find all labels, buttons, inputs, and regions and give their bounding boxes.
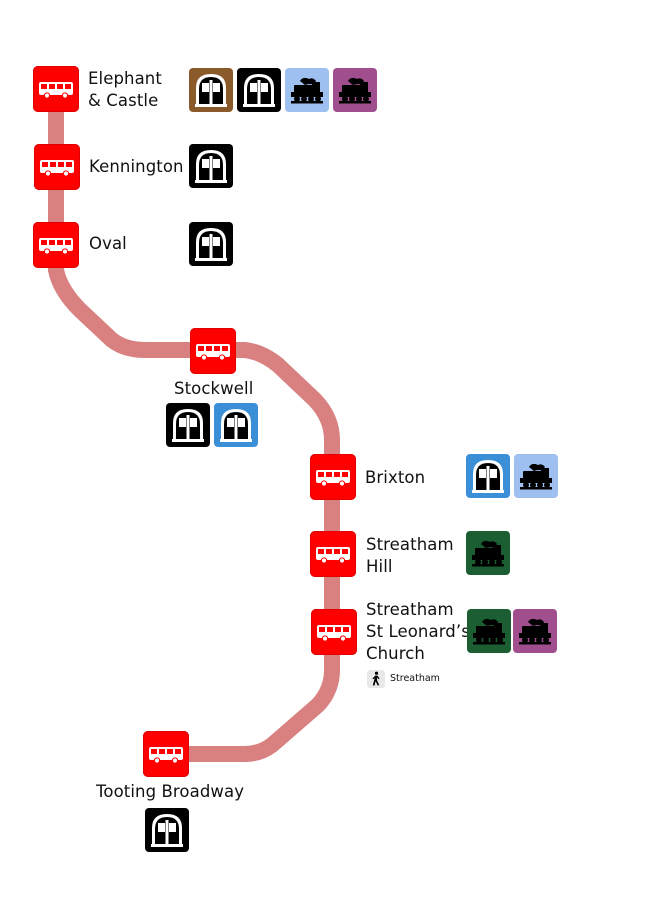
stop-label-tooting-broadway: Tooting Broadway [96, 782, 245, 801]
tube-victoria-icon [214, 403, 258, 447]
stop-label-stockwell: Stockwell [174, 379, 254, 398]
bus-stop-streatham-hill[interactable] [310, 531, 356, 577]
rail-thameslink-icon [513, 609, 557, 653]
bus-icon [316, 470, 350, 487]
tube-bakerloo-icon [189, 68, 233, 112]
rail-southeastern-icon [514, 454, 558, 498]
bus-stop-oval[interactable] [33, 222, 79, 268]
stop-label-streatham-hill: Streatham Hill [366, 535, 454, 576]
bus-icon [196, 344, 230, 361]
bus-stop-elephant-castle[interactable] [33, 66, 79, 112]
bus-stop-streatham-st-leonards[interactable] [311, 609, 357, 655]
bus-icon [149, 747, 183, 764]
stop-label-brixton: Brixton [365, 468, 426, 487]
stop-label-elephant-castle: Elephant & Castle [88, 69, 162, 110]
bus-stop-tooting-broadway[interactable] [143, 731, 189, 777]
rail-southern-icon [466, 531, 510, 575]
bus-icon [316, 547, 350, 564]
stop-label-oval: Oval [89, 234, 127, 253]
rail-southeastern-icon [285, 68, 329, 112]
tube-northern-icon [189, 144, 233, 188]
bus-stop-kennington[interactable] [34, 144, 80, 190]
stop-label-kennington: Kennington [89, 157, 184, 176]
tube-northern-icon [166, 403, 210, 447]
bus-icon [40, 160, 74, 177]
tube-northern-icon [145, 808, 189, 852]
walking-person-icon [367, 670, 385, 688]
rail-southern-icon [467, 609, 511, 653]
stop-label-streatham-st-leonards: Streatham St Leonard’s Church [366, 600, 470, 663]
tube-northern-icon [189, 222, 233, 266]
tube-victoria-icon [466, 454, 510, 498]
tube-northern-icon [237, 68, 281, 112]
rail-thameslink-icon [333, 68, 377, 112]
bus-icon [39, 238, 73, 255]
bus-stop-brixton[interactable] [310, 454, 356, 500]
walk-destination-label: Streatham [390, 673, 440, 684]
bus-stop-stockwell[interactable] [190, 328, 236, 374]
bus-icon [39, 82, 73, 99]
bus-icon [317, 625, 351, 642]
